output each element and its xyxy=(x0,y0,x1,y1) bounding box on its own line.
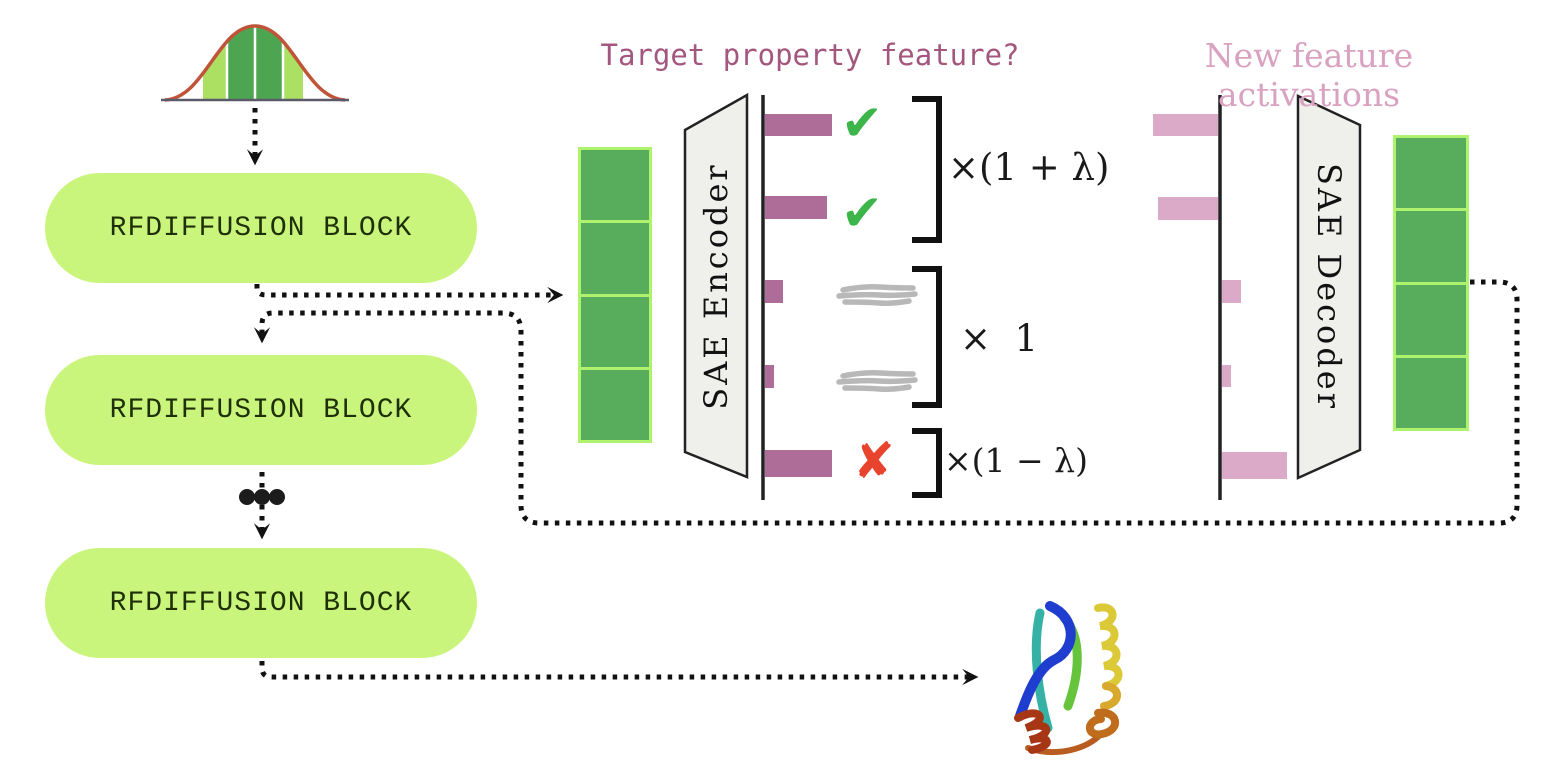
multiplier-neutral: × 1 xyxy=(960,317,1039,360)
bracket-neutral-group xyxy=(912,266,942,408)
new-activations-heading: New feature activations xyxy=(1204,36,1414,114)
check-icon: ✔ xyxy=(841,184,883,242)
check-icon: ✔ xyxy=(841,94,883,152)
latent-cell xyxy=(1396,138,1466,209)
feature-bar xyxy=(1153,114,1218,136)
latent-cell xyxy=(581,296,649,367)
latent-cell xyxy=(1396,284,1466,355)
target-property-heading: Target property feature? xyxy=(600,38,1020,72)
bracket-boost-group xyxy=(912,96,942,243)
multiplier-boost: ×(1 + λ) xyxy=(948,146,1110,189)
latent-cell xyxy=(581,223,649,294)
feature-bar xyxy=(1158,197,1218,220)
feature-bar xyxy=(1222,365,1231,387)
feature-bar xyxy=(765,450,832,477)
feature-bar xyxy=(765,114,832,136)
latent-cell xyxy=(581,369,649,440)
latent-cell xyxy=(1396,211,1466,282)
cross-icon: ✘ xyxy=(853,432,895,490)
feature-bar xyxy=(765,196,827,219)
feature-bar xyxy=(1222,280,1241,303)
latent-cell xyxy=(581,150,649,221)
feature-bar xyxy=(765,365,774,388)
latent-cell xyxy=(1396,357,1466,428)
feature-bar xyxy=(765,280,783,303)
rfdiffusion-block-2: RFDIFFUSION BLOCK xyxy=(45,355,477,465)
bracket-suppress-group xyxy=(912,428,942,498)
latent-vector-output xyxy=(1393,135,1469,431)
feature-bar xyxy=(1222,452,1287,479)
rfdiffusion-block-3: RFDIFFUSION BLOCK xyxy=(45,548,477,658)
latent-vector-input xyxy=(578,147,652,443)
multiplier-suppress: ×(1 − λ) xyxy=(944,441,1088,480)
rfdiffusion-block-1: RFDIFFUSION BLOCK xyxy=(45,173,477,283)
